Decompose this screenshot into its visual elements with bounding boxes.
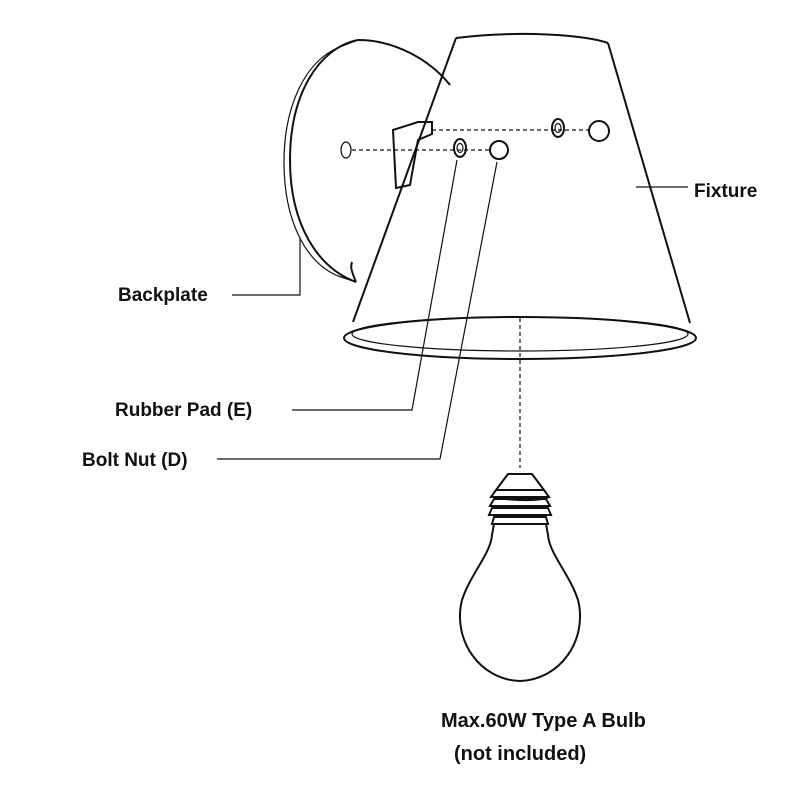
mounting-bracket	[391, 121, 433, 190]
label-rubber-pad: Rubber Pad (E)	[115, 400, 252, 421]
label-bulb-note: (not included)	[454, 743, 586, 765]
fixture-rim	[343, 316, 697, 360]
backplate-hole	[340, 141, 352, 159]
fixture-rim-inner	[351, 316, 689, 352]
fixture-shade	[343, 32, 697, 360]
label-bulb-spec: Max.60W Type A Bulb	[441, 710, 646, 732]
label-fixture: Fixture	[694, 181, 757, 202]
leader-lines	[217, 159, 688, 468]
label-backplate: Backplate	[118, 285, 208, 306]
backplate	[283, 39, 451, 283]
rubber-pad-icon	[453, 138, 467, 158]
label-bolt-nut: Bolt Nut (D)	[82, 450, 188, 471]
fixture-hole	[588, 120, 610, 142]
fasteners	[453, 118, 610, 160]
fixture-hole	[489, 140, 509, 160]
bolt-nut-icon	[551, 118, 565, 138]
alignment-lines	[352, 129, 590, 151]
light-bulb-icon	[459, 473, 581, 683]
